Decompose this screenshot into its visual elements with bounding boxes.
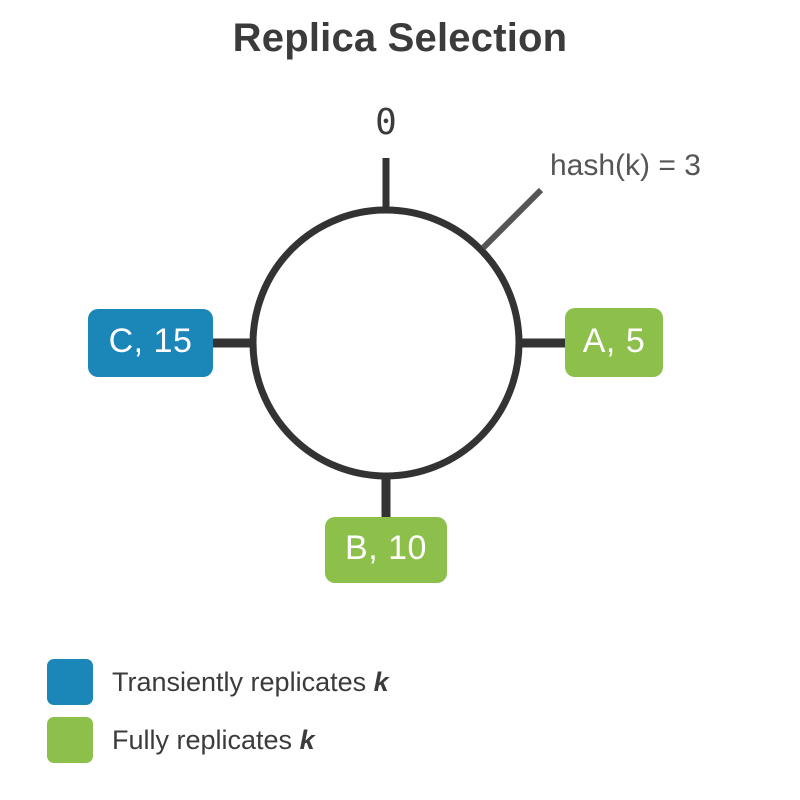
node-box-b[interactable]: B, 10 (325, 517, 447, 583)
legend-item-transient: Transiently replicates k (47, 653, 389, 711)
legend-swatch-transient (47, 659, 93, 705)
legend-label-full: Fully replicates k (112, 725, 315, 756)
node-box-c[interactable]: C, 15 (88, 309, 213, 377)
node-label-a: A, 5 (582, 321, 646, 360)
legend-key-full: k (299, 724, 315, 755)
hash-callout-label: hash(k) = 3 (550, 149, 701, 182)
legend-label-transient: Transiently replicates k (112, 667, 389, 698)
node-box-a[interactable]: A, 5 (565, 308, 663, 377)
legend-key-transient: k (373, 666, 389, 697)
zero-position-label: 0 (375, 102, 397, 143)
hash-ring-circle (249, 206, 523, 480)
legend-item-full: Fully replicates k (47, 711, 389, 769)
hash-callout-leader (480, 187, 544, 251)
node-label-c: C, 15 (108, 322, 193, 360)
node-label-b: B, 10 (345, 529, 427, 567)
legend-label-transient-text: Transiently replicates (112, 666, 374, 697)
legend-label-full-text: Fully replicates (112, 724, 300, 755)
legend-swatch-full (47, 717, 93, 763)
legend: Transiently replicates k Fully replicate… (47, 653, 389, 769)
page-title: Replica Selection (232, 16, 568, 60)
